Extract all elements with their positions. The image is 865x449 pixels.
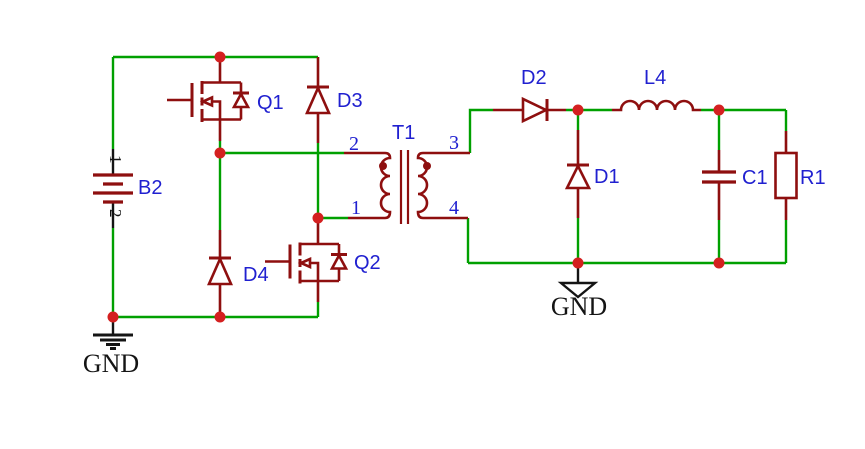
battery-pin-2: 2 (106, 209, 125, 218)
junction-dot (214, 311, 226, 323)
r1-label: R1 (800, 167, 826, 189)
l4-label: L4 (644, 67, 666, 89)
t1-core (399, 150, 410, 224)
d2-triangle (521, 96, 550, 124)
junction-dot (572, 104, 584, 116)
q1-arrow (199, 95, 214, 108)
junction-dots (107, 51, 725, 323)
wires (111, 55, 788, 319)
ground-right-triangle (557, 281, 599, 299)
t1-pin-1: 1 (351, 197, 361, 219)
t1-primary-polarity-dot (379, 162, 387, 170)
t1-pin-2: 2 (349, 133, 359, 155)
junction-dot (572, 257, 584, 269)
ground-left[interactable]: GND (83, 317, 139, 378)
q2-body-diode-triangle (329, 252, 349, 270)
junction-dot (214, 51, 226, 63)
t1-primary-winding (344, 151, 392, 220)
c1-plates (702, 170, 736, 184)
t1-pin-4: 4 (449, 197, 459, 219)
junction-dot (312, 212, 324, 224)
junction-dot (713, 257, 725, 269)
q1-bulk-line (212, 100, 222, 120)
mosfet-q1[interactable]: Q1 (167, 57, 284, 141)
inductor-l4[interactable]: L4 (612, 67, 701, 112)
mosfet-q2[interactable]: Q2 (265, 219, 381, 302)
t1-pin-3: 3 (449, 132, 459, 154)
battery-label: B2 (138, 177, 162, 199)
l4-coil (612, 99, 701, 112)
ground-left-bars (93, 333, 133, 350)
ground-right-text: GND (551, 292, 607, 321)
q1-body-diode-triangle (231, 91, 251, 109)
junction-dot (107, 311, 119, 323)
capacitor-c1[interactable]: C1 (702, 150, 768, 220)
diode-d2[interactable]: D2 (493, 67, 566, 124)
d2-label: D2 (521, 67, 547, 89)
ground-right[interactable]: GND (551, 263, 607, 321)
q1-label: Q1 (257, 92, 284, 114)
t1-label: T1 (392, 122, 415, 144)
wire-secondary-top-corner[interactable] (468, 108, 493, 153)
diode-d3[interactable]: D3 (305, 57, 363, 143)
q2-source-conn (300, 279, 339, 302)
q1-source-conn (202, 118, 241, 141)
c1-label: C1 (742, 167, 768, 189)
transformer-t1[interactable]: 2 3 1 4 T1 (344, 122, 470, 224)
diode-d1[interactable]: D1 (564, 130, 620, 218)
t1-secondary-polarity-dot (423, 162, 431, 170)
battery-b2[interactable]: 1 2 B2 (93, 149, 162, 228)
resistor-r1[interactable]: R1 (774, 131, 826, 220)
q2-arrow (297, 256, 312, 270)
r1-body (774, 151, 798, 200)
d3-label: D3 (337, 90, 363, 112)
d4-label: D4 (243, 264, 269, 286)
d1-triangle (564, 163, 592, 190)
junction-dot (214, 147, 226, 159)
battery-plates (93, 173, 133, 204)
q2-label: Q2 (354, 252, 381, 274)
junction-dot (713, 104, 725, 116)
d1-label: D1 (594, 166, 620, 188)
diode-d4[interactable]: D4 (207, 230, 269, 317)
battery-pin-1: 1 (106, 155, 125, 164)
ground-left-text: GND (83, 349, 139, 378)
d3-triangle (305, 84, 331, 115)
d4-triangle (207, 255, 233, 286)
q2-bulk-line (310, 261, 320, 281)
t1-secondary-winding (416, 151, 470, 220)
